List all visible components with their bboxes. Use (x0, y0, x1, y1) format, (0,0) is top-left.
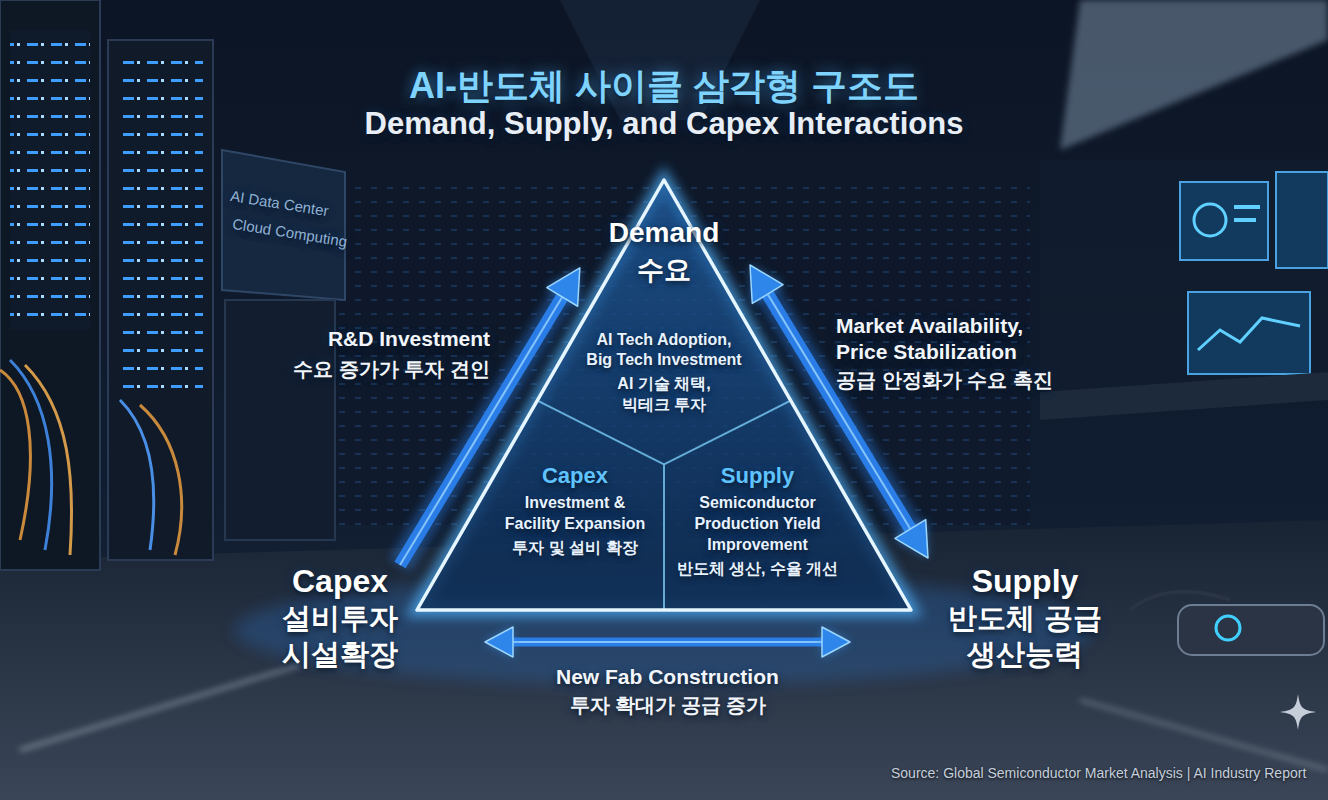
monitor-graphic (1234, 205, 1260, 209)
node-heading: Capex (230, 562, 450, 600)
server-rack (108, 40, 213, 560)
node-body: 반도체 공급 생산능력 (938, 600, 1113, 672)
edge-note: 공급 안정화가 수요 촉진 (836, 367, 1053, 393)
node-heading: Supply (920, 562, 1130, 600)
device-light (1216, 616, 1240, 640)
ceiling-light (1060, 0, 1328, 150)
sparkle-mark (1280, 694, 1316, 730)
monitor-graphic (1234, 218, 1256, 222)
server-rack (225, 300, 335, 540)
edge-note: 투자 확대가 공급 증가 (570, 692, 767, 718)
section-text: Semiconductor Production Yield Improveme… (685, 492, 830, 555)
wall-panel (1040, 160, 1328, 390)
node-heading: 수요 (415, 253, 913, 287)
cable (120, 400, 154, 550)
monitor (1180, 182, 1268, 260)
arrow-glow (505, 632, 831, 653)
edge-label: New Fab Construction (556, 664, 779, 690)
node-body: 설비투자 시설확장 (275, 600, 405, 672)
triangle-divider (663, 464, 665, 610)
source-caption: Source: Global Semiconductor Market Anal… (891, 764, 1306, 782)
arrow-head (895, 520, 928, 558)
node-heading: Demand (415, 216, 913, 250)
supply-node: Supply반도체 공급 생산능력 (920, 562, 1130, 672)
diagram-title: AI-반도체 사이클 삼각형 구조도 (0, 64, 1328, 108)
section-text: AI 기술 채택, 빅테크 투자 (604, 373, 724, 415)
floor-streak (20, 665, 300, 750)
section-text: 반도체 생산, 수율 개선 (660, 558, 855, 580)
rack-leds (118, 60, 203, 390)
edge-label: R&D Investment (328, 326, 490, 352)
capex-section: CapexInvestment & Facility Expansion 투자 및… (485, 462, 665, 559)
section-text: Investment & Facility Expansion (500, 492, 650, 534)
arrow-shaft (505, 638, 831, 647)
rack-leds (10, 30, 90, 330)
edge-label: Market Availability, Price Stabilization (836, 313, 1041, 365)
arrow-head-glow (822, 627, 850, 657)
section-heading: Capex (485, 462, 665, 490)
monitor-graphic (1194, 204, 1226, 236)
device (1178, 605, 1324, 655)
arrow-head-glow (750, 265, 783, 303)
supply-section: SupplySemiconductor Production Yield Imp… (660, 462, 855, 580)
arrow-head (822, 627, 850, 657)
demand-section: AI Tech Adoption, Big Tech InvestmentAI … (564, 330, 764, 415)
desk (1040, 372, 1328, 420)
monitor (1276, 172, 1328, 268)
arrow-head-glow (485, 627, 513, 657)
cycle-triangle: Demand수요 AI Tech Adoption, Big Tech Inves… (415, 178, 913, 612)
monitor-graphic (1198, 318, 1300, 350)
section-text: AI Tech Adoption, Big Tech Investment (582, 330, 747, 370)
flow-arrow (485, 627, 850, 657)
arrow-head (750, 265, 783, 303)
arrow-highlight (505, 641, 831, 643)
section-heading: Supply (660, 462, 855, 490)
capex-node: Capex설비투자 시설확장 (230, 562, 450, 672)
edge-note: 수요 증가가 투자 견인 (293, 356, 490, 382)
cable (140, 405, 182, 555)
flow-arrow (400, 268, 580, 565)
device-cable (1130, 592, 1230, 610)
monitor (1188, 292, 1310, 374)
arrow-head (547, 268, 580, 306)
flow-arrow (750, 265, 928, 558)
cable (25, 365, 72, 555)
floor-light-line (405, 620, 925, 624)
section-text: 투자 및 설비 확장 (488, 537, 663, 559)
subtitle: Demand, Supply, and Capex Interactions (365, 104, 964, 144)
arrow-head-glow (547, 268, 580, 306)
cable (0, 370, 30, 540)
arrow-head-glow (895, 520, 928, 558)
server-rack (0, 0, 100, 570)
arrow-head (485, 627, 513, 657)
